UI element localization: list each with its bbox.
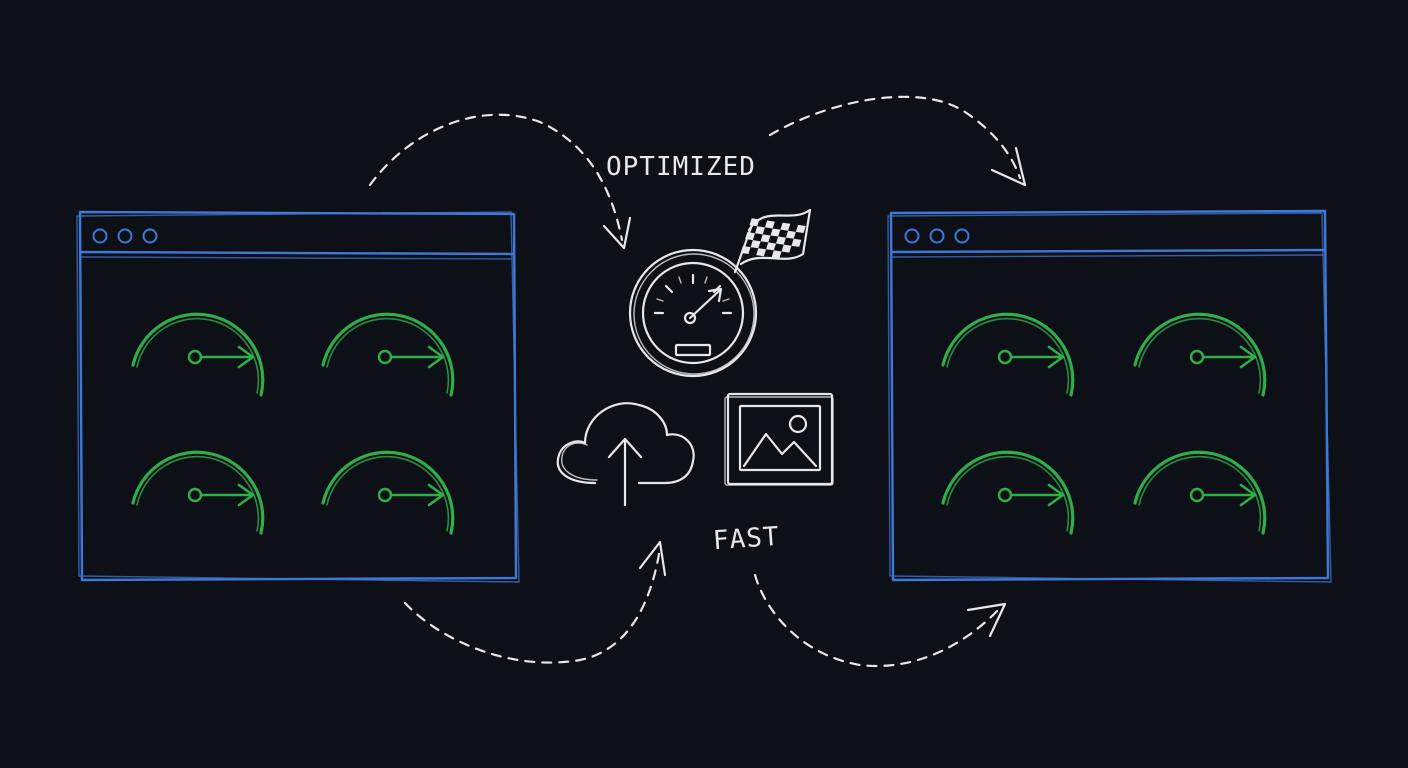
- window-control-dot: [92, 228, 108, 244]
- window-control-dot: [904, 228, 920, 244]
- window-frame-sketch-line: [76, 211, 520, 583]
- gauge-icon: [131, 312, 265, 397]
- fast-label: FAST: [712, 521, 781, 557]
- window-control-dot: [954, 228, 970, 244]
- flow-arrow-bottom-left: [403, 540, 667, 664]
- flow-arrow-top-left: [368, 113, 632, 250]
- flow-arrow-top-right: [768, 95, 1027, 187]
- gauge-icon: [941, 312, 1075, 397]
- window-frame-sketch-line: [887, 212, 1332, 583]
- browser-window-right: [887, 209, 1332, 583]
- window-title-bar-divider: [78, 250, 516, 256]
- optimized-label: OPTIMIZED: [606, 152, 756, 182]
- window-title-bar-divider: [889, 248, 1327, 254]
- window-title-bar-divider-sketch: [81, 256, 513, 260]
- gauge-icon: [1133, 450, 1267, 535]
- checkered-flag-icon: [733, 208, 812, 274]
- flow-arrow-bottom-right: [753, 573, 1007, 668]
- window-control-dot: [142, 228, 158, 244]
- cloud-upload-icon: [556, 402, 695, 507]
- window-title-bar-divider-sketch: [892, 254, 1324, 258]
- gauge-icon: [321, 450, 455, 535]
- gauge-icon: [131, 450, 265, 535]
- window-frame: [889, 209, 1330, 582]
- window-control-dot: [929, 228, 945, 244]
- speedometer-icon: [628, 248, 758, 378]
- gauge-icon: [1133, 312, 1267, 397]
- browser-window-left: [76, 210, 520, 583]
- window-control-dot: [117, 228, 133, 244]
- image-icon: [724, 392, 834, 486]
- gauge-icon: [941, 450, 1075, 535]
- gauge-icon: [321, 312, 455, 397]
